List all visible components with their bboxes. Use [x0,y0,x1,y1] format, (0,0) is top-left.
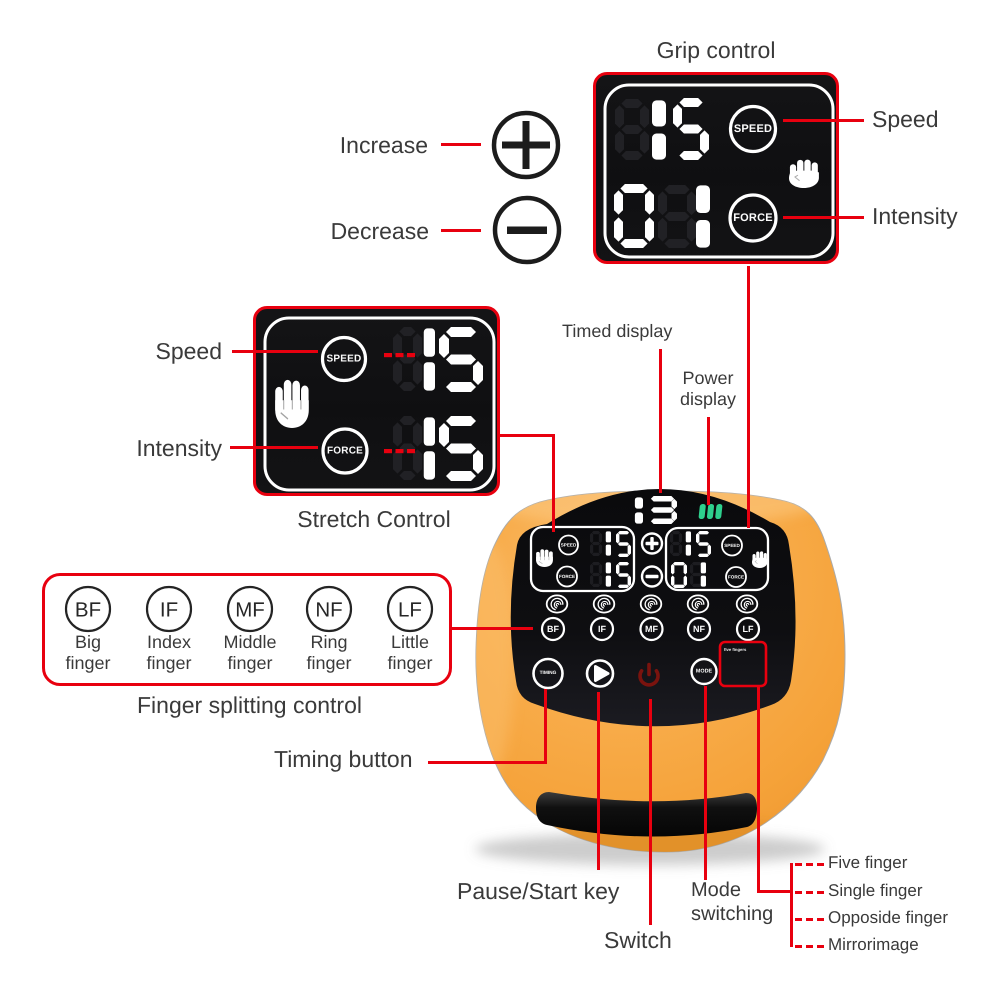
svg-text:LF: LF [743,624,754,634]
svg-text:SPEED: SPEED [327,354,362,365]
svg-text:SPEED: SPEED [724,543,740,548]
svg-text:BF: BF [547,624,559,634]
svg-text:MF: MF [235,599,265,622]
svg-text:FORCE: FORCE [733,212,773,224]
svg-text:MODE: MODE [696,669,713,675]
svg-text:NF: NF [693,624,705,634]
svg-text:NF: NF [315,599,342,622]
svg-text:FORCE: FORCE [559,574,575,579]
svg-text:MF: MF [645,624,658,634]
svg-text:FORCE: FORCE [728,575,744,580]
svg-text:TIMING: TIMING [540,670,557,676]
svg-text:IF: IF [598,624,607,634]
svg-text:IF: IF [160,599,178,622]
svg-text:BF: BF [75,599,101,622]
svg-text:SPEED: SPEED [561,543,577,548]
svg-text:SPEED: SPEED [734,123,772,135]
svg-text:LF: LF [398,599,422,622]
svg-text:FORCE: FORCE [327,446,363,457]
svg-text:five fingers: five fingers [724,647,747,652]
